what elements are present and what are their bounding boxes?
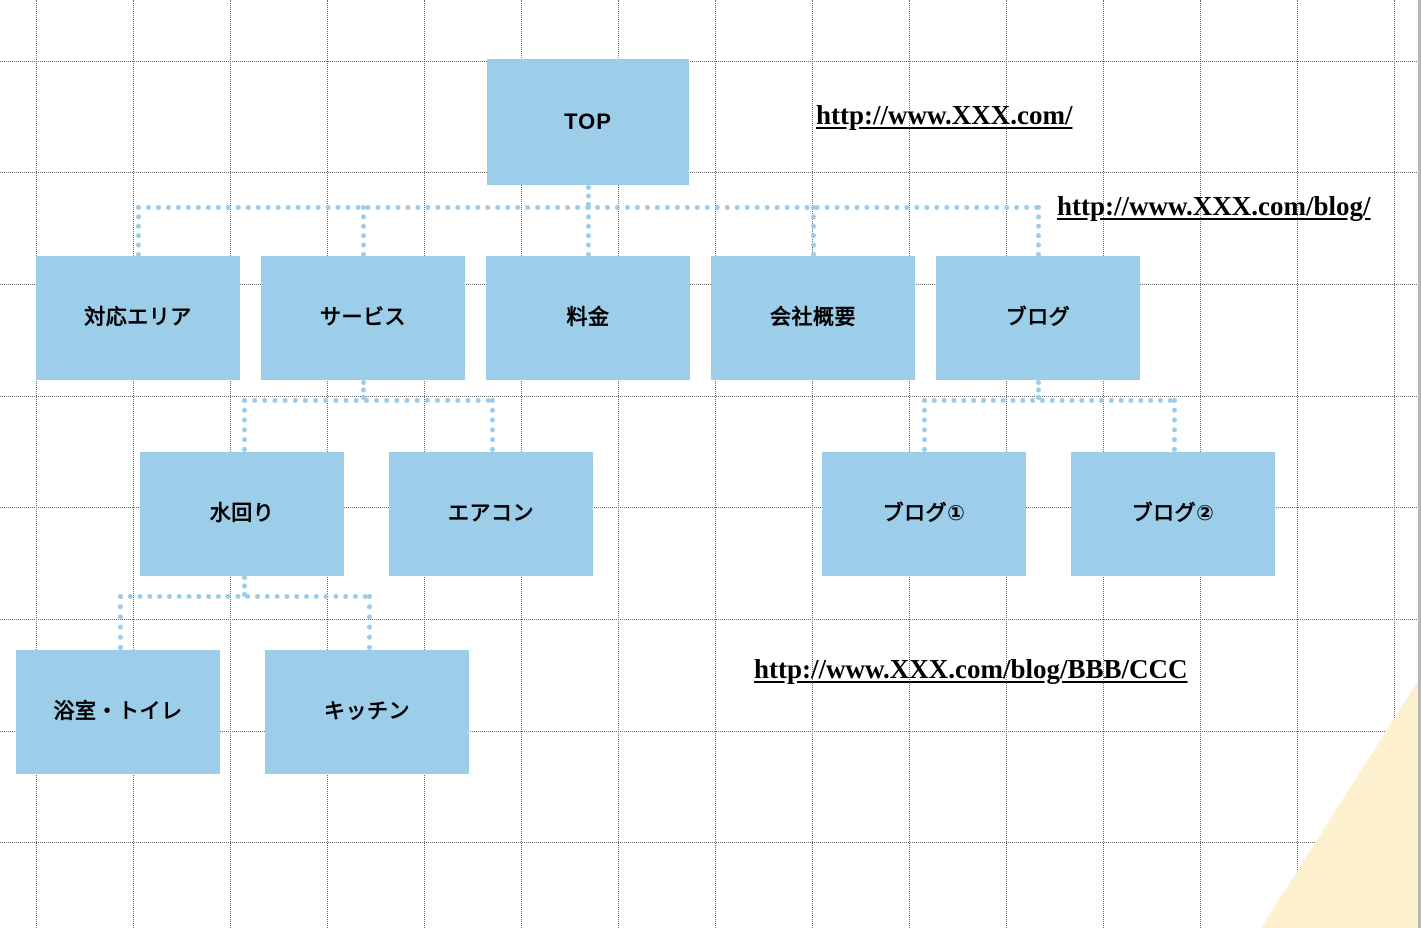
grid-line-vertical — [36, 0, 38, 928]
connector-bus-to-water — [242, 398, 247, 452]
grid-line-horizontal — [0, 619, 1421, 621]
node-blog2[interactable]: ブログ② — [1071, 452, 1275, 576]
corner-wedge-decoration — [1261, 676, 1421, 928]
grid-line-vertical — [812, 0, 814, 928]
node-price[interactable]: 料金 — [486, 256, 690, 380]
url-blog-article-label: http://www.XXX.com/blog/BBB/CCC — [754, 654, 1188, 684]
node-blog[interactable]: ブログ — [936, 256, 1140, 380]
node-area[interactable]: 対応エリア — [36, 256, 240, 380]
node-service[interactable]: サービス — [261, 256, 465, 380]
grid-line-horizontal — [0, 172, 1421, 174]
connector-bus-to-price — [586, 205, 591, 257]
connector-bus-to-bath — [118, 594, 123, 650]
grid-line-vertical — [1297, 0, 1299, 928]
connector-bus-to-blog1 — [922, 398, 927, 452]
connector-bus-to-aircon — [490, 398, 495, 452]
connector-service-children-bus — [242, 398, 491, 403]
grid-line-horizontal — [0, 396, 1421, 398]
node-top[interactable]: TOP — [487, 59, 689, 185]
connector-bus-to-service — [361, 205, 366, 257]
connector-bus-to-company — [811, 205, 816, 257]
grid-line-vertical — [133, 0, 135, 928]
node-bath-toilet[interactable]: 浴室・トイレ — [16, 650, 220, 774]
connector-water-to-bus — [242, 575, 247, 597]
grid-line-vertical — [1394, 0, 1396, 928]
connector-bus-to-area — [136, 205, 141, 257]
node-blog1[interactable]: ブログ① — [822, 452, 1026, 576]
node-water[interactable]: 水回り — [140, 452, 344, 576]
node-kitchen[interactable]: キッチン — [265, 650, 469, 774]
connector-water-children-bus — [118, 594, 368, 599]
url-root-label: http://www.XXX.com/ — [816, 100, 1073, 130]
connector-bus-to-blog2 — [1172, 398, 1177, 452]
connector-blog-children-bus — [922, 398, 1173, 403]
grid-line-vertical — [715, 0, 717, 928]
connector-blog-to-bus — [1036, 380, 1041, 400]
connector-bus-to-blog — [1036, 205, 1041, 257]
connector-service-to-bus — [361, 380, 366, 400]
connector-bus-to-kitchen — [367, 594, 372, 650]
grid-line-horizontal — [0, 61, 1421, 63]
connector-top-to-bus — [586, 185, 591, 207]
node-company[interactable]: 会社概要 — [711, 256, 915, 380]
node-aircon[interactable]: エアコン — [389, 452, 593, 576]
grid-line-horizontal — [0, 842, 1421, 844]
url-blog-index-label: http://www.XXX.com/blog/ — [1057, 191, 1371, 221]
